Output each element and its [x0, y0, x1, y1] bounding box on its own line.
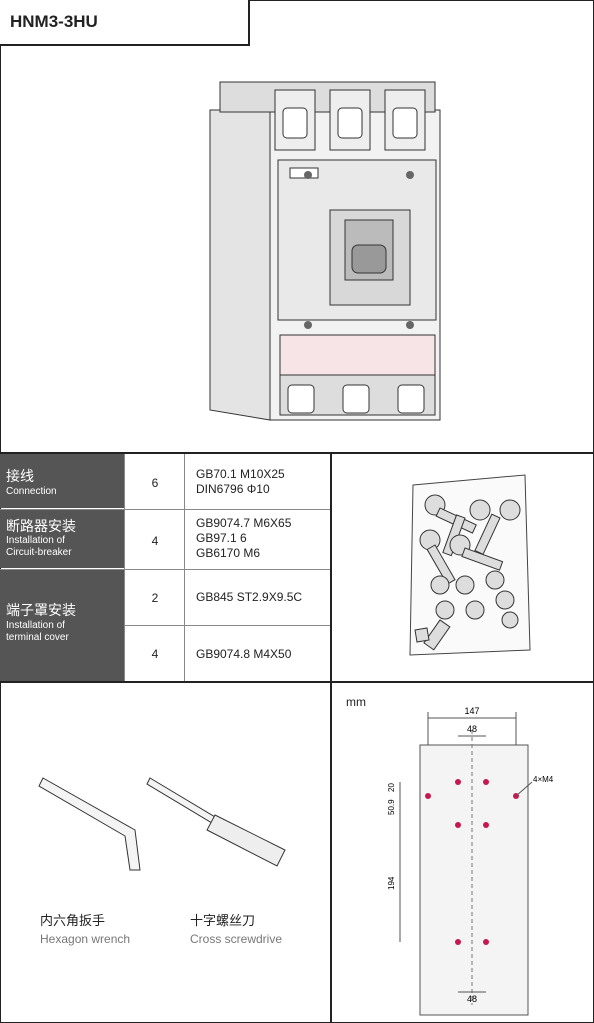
spec-terminal-cover-b: GB9074.8 M4X50: [196, 647, 292, 661]
dim-50-9: 50.9: [387, 799, 396, 815]
mounting-dimension-drawing: 147 48 20 50.9 194 4×M4 48: [387, 706, 554, 1016]
qty-terminal-cover-b: 4: [151, 647, 159, 661]
unit-label: mm: [346, 695, 366, 709]
hole-note: 4×M4: [533, 775, 554, 784]
spec-connection-line: GB70.1 M10X25: [196, 467, 285, 481]
spec-install-breaker: GB9074.7 M6X65 GB97.1 6 GB6170 M6: [196, 516, 291, 561]
divider-vertical-bottom: [330, 681, 332, 1023]
divider-middle: [0, 681, 594, 683]
screws-illustration: [409, 474, 531, 656]
spec-install-breaker-line: GB6170 M6: [196, 546, 261, 560]
qty-connection: 6: [151, 476, 159, 490]
wrench-label-en: Hexagon wrench: [40, 932, 131, 946]
row-terminal-cover-en: Installation of terminal cover: [6, 620, 69, 643]
table-col-line-1: [124, 454, 125, 681]
row-connection-zh: 接线: [6, 468, 34, 484]
row-terminal-cover-label: 端子罩安装 Installation of terminal cover: [0, 570, 124, 681]
cross-screwdriver-icon: [146, 777, 286, 867]
title-box: HNM3-3HU: [0, 0, 250, 46]
table-row-line-3: [124, 625, 330, 626]
row-install-breaker-label: 断路器安装 Installation of Circuit-breaker: [0, 510, 124, 568]
spec-connection: GB70.1 M10X25 DIN6796 Φ10: [196, 467, 285, 497]
qty-terminal-cover-a: 2: [151, 591, 159, 605]
product-title: HNM3-3HU: [10, 12, 98, 31]
spec-connection-line: DIN6796 Φ10: [196, 482, 270, 496]
hexagon-wrench-icon: [38, 777, 141, 871]
dim-20: 20: [387, 783, 396, 792]
dim-48-top: 48: [467, 724, 477, 734]
table-row-line-1: [0, 509, 330, 510]
breaker-illustration: [209, 81, 441, 421]
spec-terminal-cover-a: GB845 ST2.9X9.5C: [196, 590, 303, 604]
screwdriver-label-zh: 十字螺丝刀: [190, 913, 256, 928]
spec-install-breaker-line: GB9074.7 M6X65: [196, 516, 292, 530]
spec-install-breaker-line: GB97.1 6: [196, 531, 247, 545]
dim-147: 147: [464, 706, 479, 716]
table-col-line-2: [184, 454, 185, 681]
wrench-label-zh: 内六角扳手: [40, 913, 106, 928]
divider-top: [0, 452, 594, 454]
dim-194: 194: [387, 876, 396, 890]
row-install-breaker-zh: 断路器安装: [6, 518, 76, 534]
dim-48-bottom: 48: [467, 994, 477, 1004]
qty-install-breaker: 4: [151, 534, 159, 548]
row-terminal-cover-zh: 端子罩安装: [6, 602, 76, 618]
divider-vertical-table: [330, 452, 332, 682]
row-install-breaker-en: Installation of Circuit-breaker: [6, 535, 72, 558]
row-connection-en: Connection: [6, 486, 57, 497]
screwdriver-label-en: Cross screwdrive: [190, 932, 283, 946]
table-row-line-2: [0, 569, 330, 570]
row-connection-label: 接线 Connection: [0, 454, 124, 508]
